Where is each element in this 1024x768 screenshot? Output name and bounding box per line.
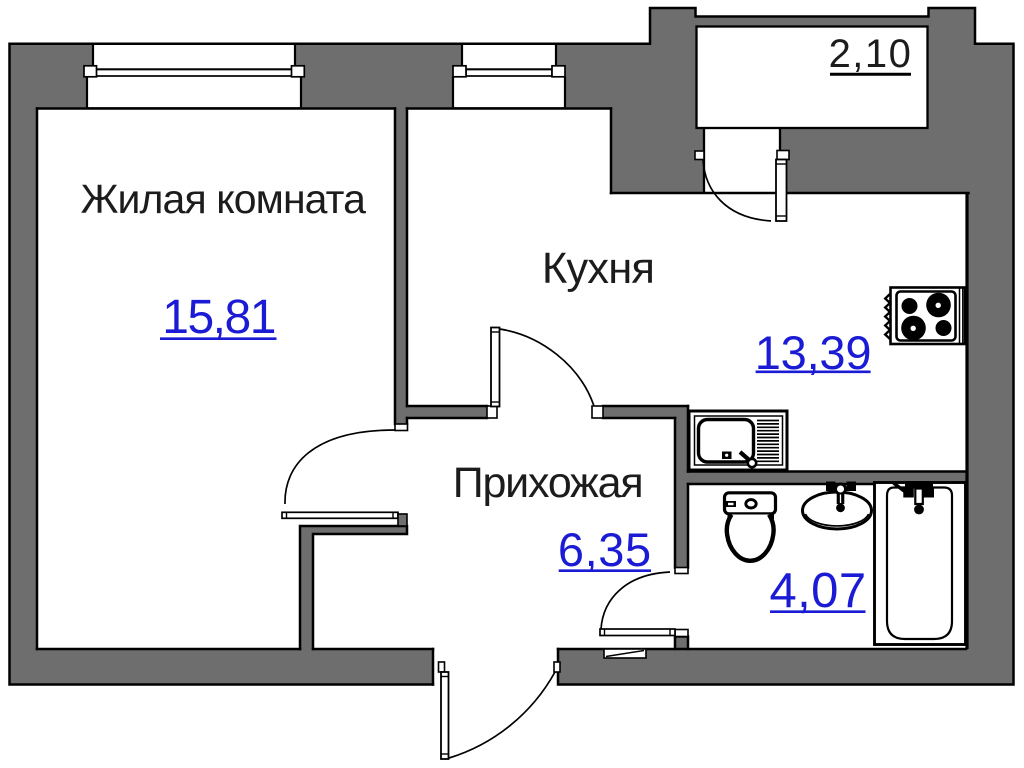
svg-text:4,07: 4,07 [770,564,867,618]
svg-text:Жилая комната: Жилая комната [81,176,367,222]
svg-text:Кухня: Кухня [542,245,654,293]
svg-text:13,39: 13,39 [755,326,872,379]
svg-text:6,35: 6,35 [558,523,652,576]
svg-text:2,10: 2,10 [829,32,913,76]
svg-text:15,81: 15,81 [162,291,275,344]
svg-text:Прихожая: Прихожая [453,459,643,507]
